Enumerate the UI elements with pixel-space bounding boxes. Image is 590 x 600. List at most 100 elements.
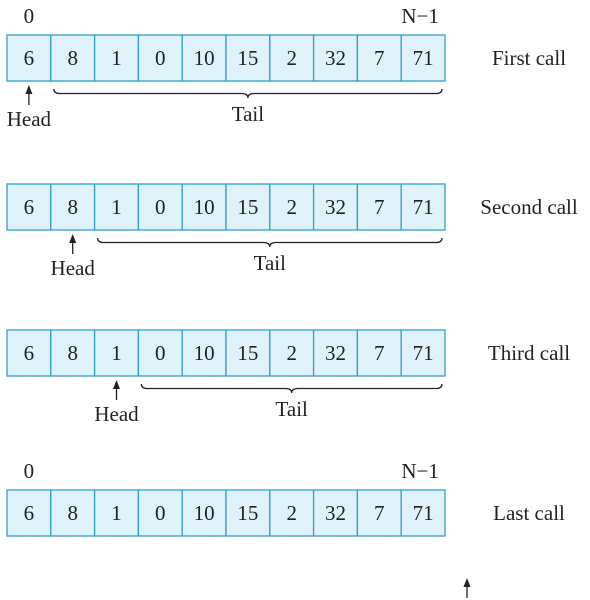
array-cell-box xyxy=(269,183,315,231)
array-cell-value: 7 xyxy=(374,46,385,70)
array-cell-box xyxy=(50,329,96,377)
array-cell-value: 2 xyxy=(286,341,297,365)
array-cell: 15 xyxy=(225,183,271,231)
array-cell-value: 7 xyxy=(374,195,385,219)
array-cell-value: 71 xyxy=(413,501,434,525)
array-cell-box xyxy=(312,183,359,231)
array-cell: 15 xyxy=(225,34,271,82)
array-cell-value: 6 xyxy=(24,501,35,525)
head-label: Head xyxy=(51,256,96,280)
array-cell-box xyxy=(6,489,52,537)
array-cell-box xyxy=(181,183,227,231)
array-cell-box xyxy=(93,329,140,377)
array-cell-box xyxy=(269,34,315,82)
array-cell: 0 xyxy=(137,183,183,231)
array-cell-box xyxy=(225,183,271,231)
head-arrow-icon xyxy=(69,234,77,243)
array-cell: 71 xyxy=(400,489,446,537)
array-cell-value: 10 xyxy=(194,341,215,365)
array-cell: 7 xyxy=(356,489,402,537)
array-cell-value: 15 xyxy=(237,501,258,525)
array-cell-value: 1 xyxy=(111,341,122,365)
call-label: Last call xyxy=(493,501,565,525)
array-cell-box xyxy=(137,329,183,377)
array-cell-value: 15 xyxy=(237,341,258,365)
array-cell: 1 xyxy=(93,34,140,82)
array-cell-box xyxy=(6,34,52,82)
array-cell-value: 8 xyxy=(67,501,78,525)
array-cell: 0 xyxy=(137,329,183,377)
array-cell-value: 32 xyxy=(325,501,346,525)
index-end-label: N−1 xyxy=(401,459,439,483)
array-cell: 1 xyxy=(93,183,140,231)
array-cell: 32 xyxy=(312,34,359,82)
array-cell-value: 2 xyxy=(286,195,297,219)
array-cell-box xyxy=(225,34,271,82)
array-cell: 71 xyxy=(400,329,446,377)
array-cell: 7 xyxy=(356,183,402,231)
array-cell: 8 xyxy=(50,489,96,537)
array-cell: 8 xyxy=(50,329,96,377)
array-cell-box xyxy=(93,34,140,82)
array-cell-box xyxy=(312,34,359,82)
array-cell: 6 xyxy=(6,489,52,537)
array-cell-box xyxy=(356,34,402,82)
head-label: Head xyxy=(94,402,139,426)
array-cell: 2 xyxy=(269,329,315,377)
array-cell-box xyxy=(400,329,446,377)
head-label: Head xyxy=(7,107,52,131)
array-cell: 32 xyxy=(312,329,359,377)
index-start-label: 0 xyxy=(24,4,35,28)
array-cell: 2 xyxy=(269,34,315,82)
array-cell-value: 8 xyxy=(67,341,78,365)
array-cell-value: 71 xyxy=(413,195,434,219)
array-cell: 71 xyxy=(400,34,446,82)
tail-brace xyxy=(53,88,443,99)
array-cell-box xyxy=(225,329,271,377)
head-arrow-icon xyxy=(25,85,33,94)
array-cell-box xyxy=(312,489,359,537)
array-cell-value: 0 xyxy=(155,341,166,365)
array-cell-value: 2 xyxy=(286,46,297,70)
array-cell-box xyxy=(356,489,402,537)
array-cell-box xyxy=(181,489,227,537)
array-cell: 32 xyxy=(312,183,359,231)
array-cell-value: 6 xyxy=(24,46,35,70)
array-cell: 6 xyxy=(6,34,52,82)
array-cell-value: 0 xyxy=(155,501,166,525)
array-cell: 0 xyxy=(137,489,183,537)
array-cell: 2 xyxy=(269,183,315,231)
array-cell: 1 xyxy=(93,329,140,377)
tail-label: Tail xyxy=(276,397,309,421)
array-cell: 8 xyxy=(50,34,96,82)
call-label: Third call xyxy=(488,341,570,365)
array-cell-value: 10 xyxy=(194,46,215,70)
tail-brace xyxy=(96,237,443,248)
array-cell-value: 7 xyxy=(374,501,385,525)
head-arrow-icon xyxy=(113,380,120,389)
array-cell-value: 1 xyxy=(111,195,122,219)
array-cell-value: 15 xyxy=(237,46,258,70)
array-cell-value: 8 xyxy=(67,46,78,70)
array-cell-value: 1 xyxy=(111,46,122,70)
array-cell-value: 1 xyxy=(111,501,122,525)
array-cell-box xyxy=(269,489,315,537)
array-cell-box xyxy=(400,489,446,537)
array-cell-value: 32 xyxy=(325,46,346,70)
call-label: Second call xyxy=(480,195,578,219)
array-cell-box xyxy=(400,34,446,82)
array-cell-value: 0 xyxy=(155,46,166,70)
tail-label: Tail xyxy=(232,102,265,126)
array-cell-box xyxy=(400,183,446,231)
array-cell-value: 32 xyxy=(325,341,346,365)
array-cell-value: 32 xyxy=(325,195,346,219)
array-cell: 15 xyxy=(225,489,271,537)
